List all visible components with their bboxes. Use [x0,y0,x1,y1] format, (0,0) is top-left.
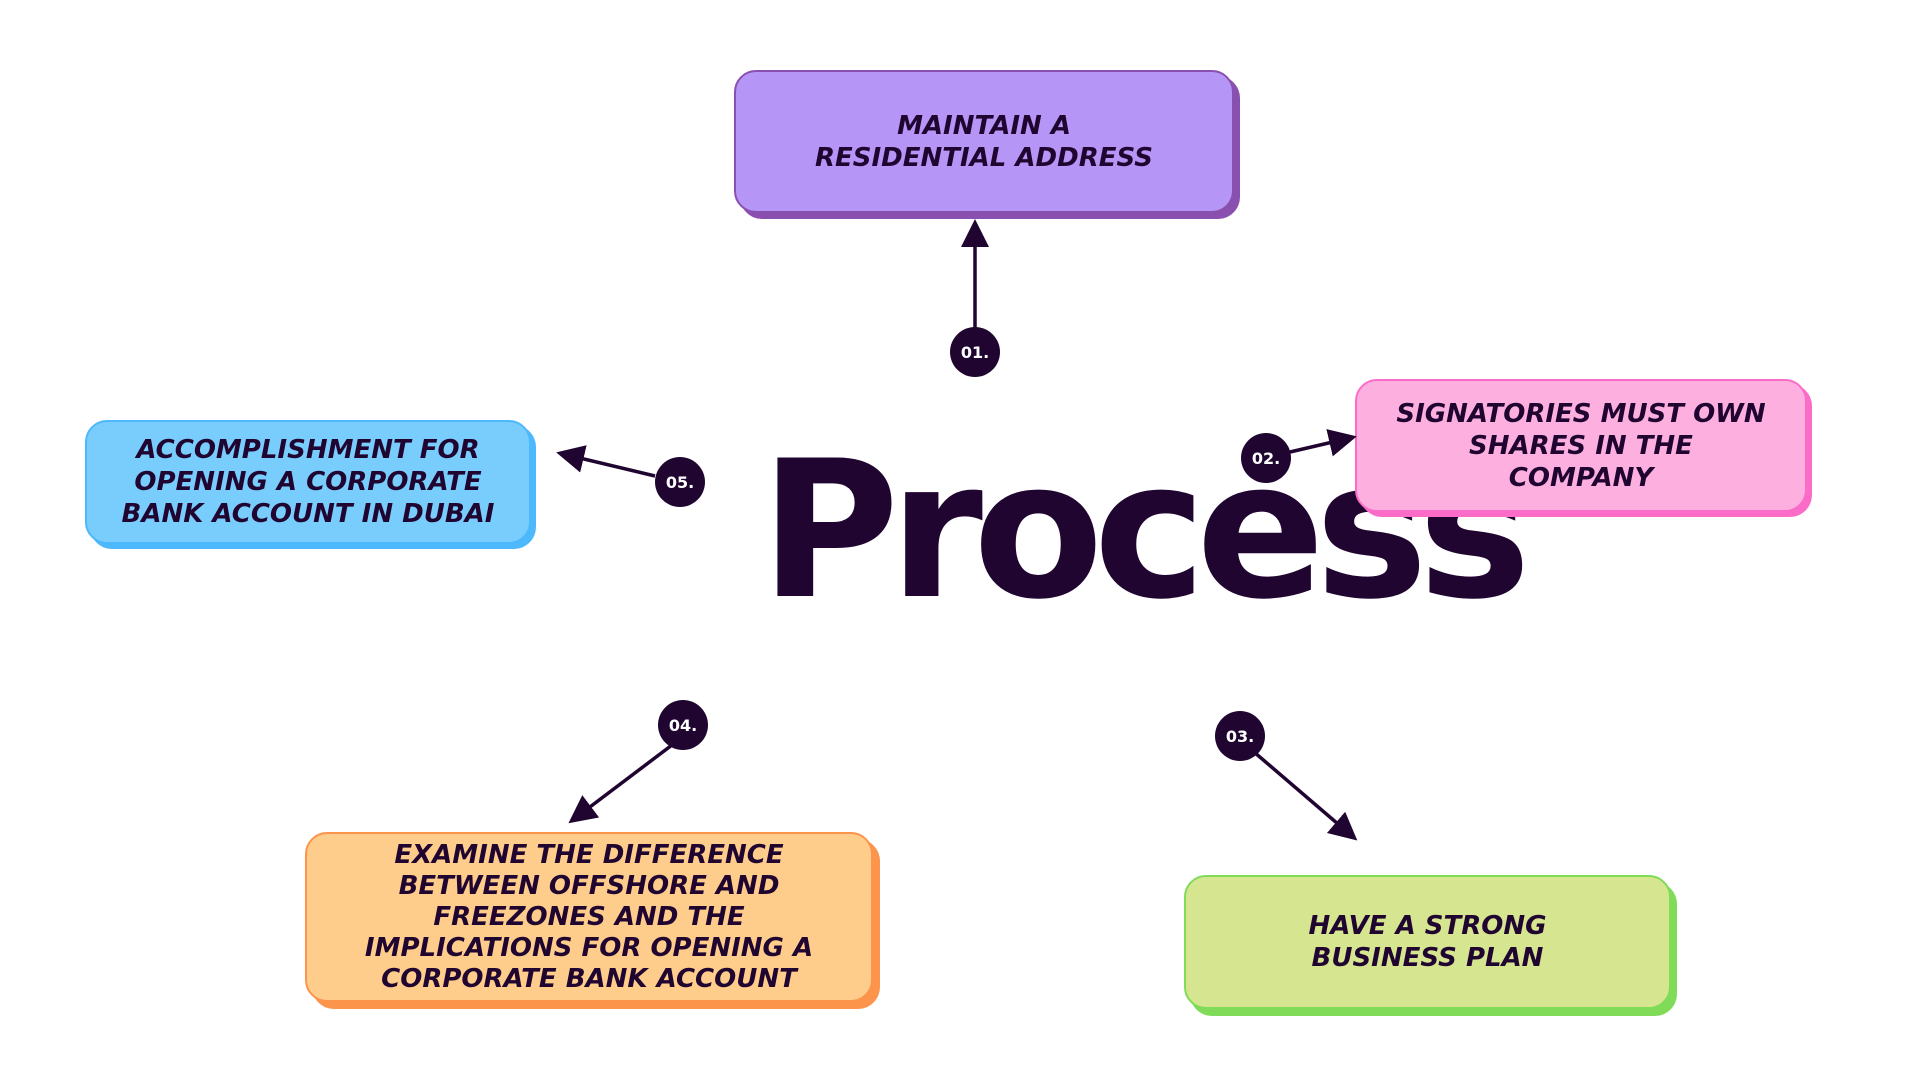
step-2-number-badge: 02. [1241,433,1291,483]
step-1-box: MAINTAIN A RESIDENTIAL ADDRESS [734,70,1234,213]
step-5-box: ACCOMPLISHMENT FOR OPENING A CORPORATE B… [85,420,531,544]
step-1-text: MAINTAIN A RESIDENTIAL ADDRESS [814,110,1154,173]
step-3-box: HAVE A STRONG BUSINESS PLAN [1184,875,1671,1009]
step-3-number-badge: 03. [1215,711,1265,761]
step-1-number-badge: 01. [950,327,1000,377]
arrow-step-4 [568,743,674,824]
step-4-text: EXAMINE THE DIFFERENCE BETWEEN OFFSHORE … [364,839,814,994]
step-4-number-badge: 04. [658,700,708,750]
arrow-step-3 [1252,750,1358,841]
step-2-box: SIGNATORIES MUST OWN SHARES IN THE COMPA… [1355,379,1807,512]
step-2-text: SIGNATORIES MUST OWN SHARES IN THE COMPA… [1396,398,1766,493]
step-3-text: HAVE A STRONG BUSINESS PLAN [1308,911,1547,973]
step-5-number-badge: 05. [655,457,705,507]
step-4-box: EXAMINE THE DIFFERENCE BETWEEN OFFSHORE … [305,832,873,1002]
step-5-text: ACCOMPLISHMENT FOR OPENING A CORPORATE B… [121,435,495,529]
arrow-step-5 [556,445,656,478]
arrow-step-2 [1289,429,1357,457]
